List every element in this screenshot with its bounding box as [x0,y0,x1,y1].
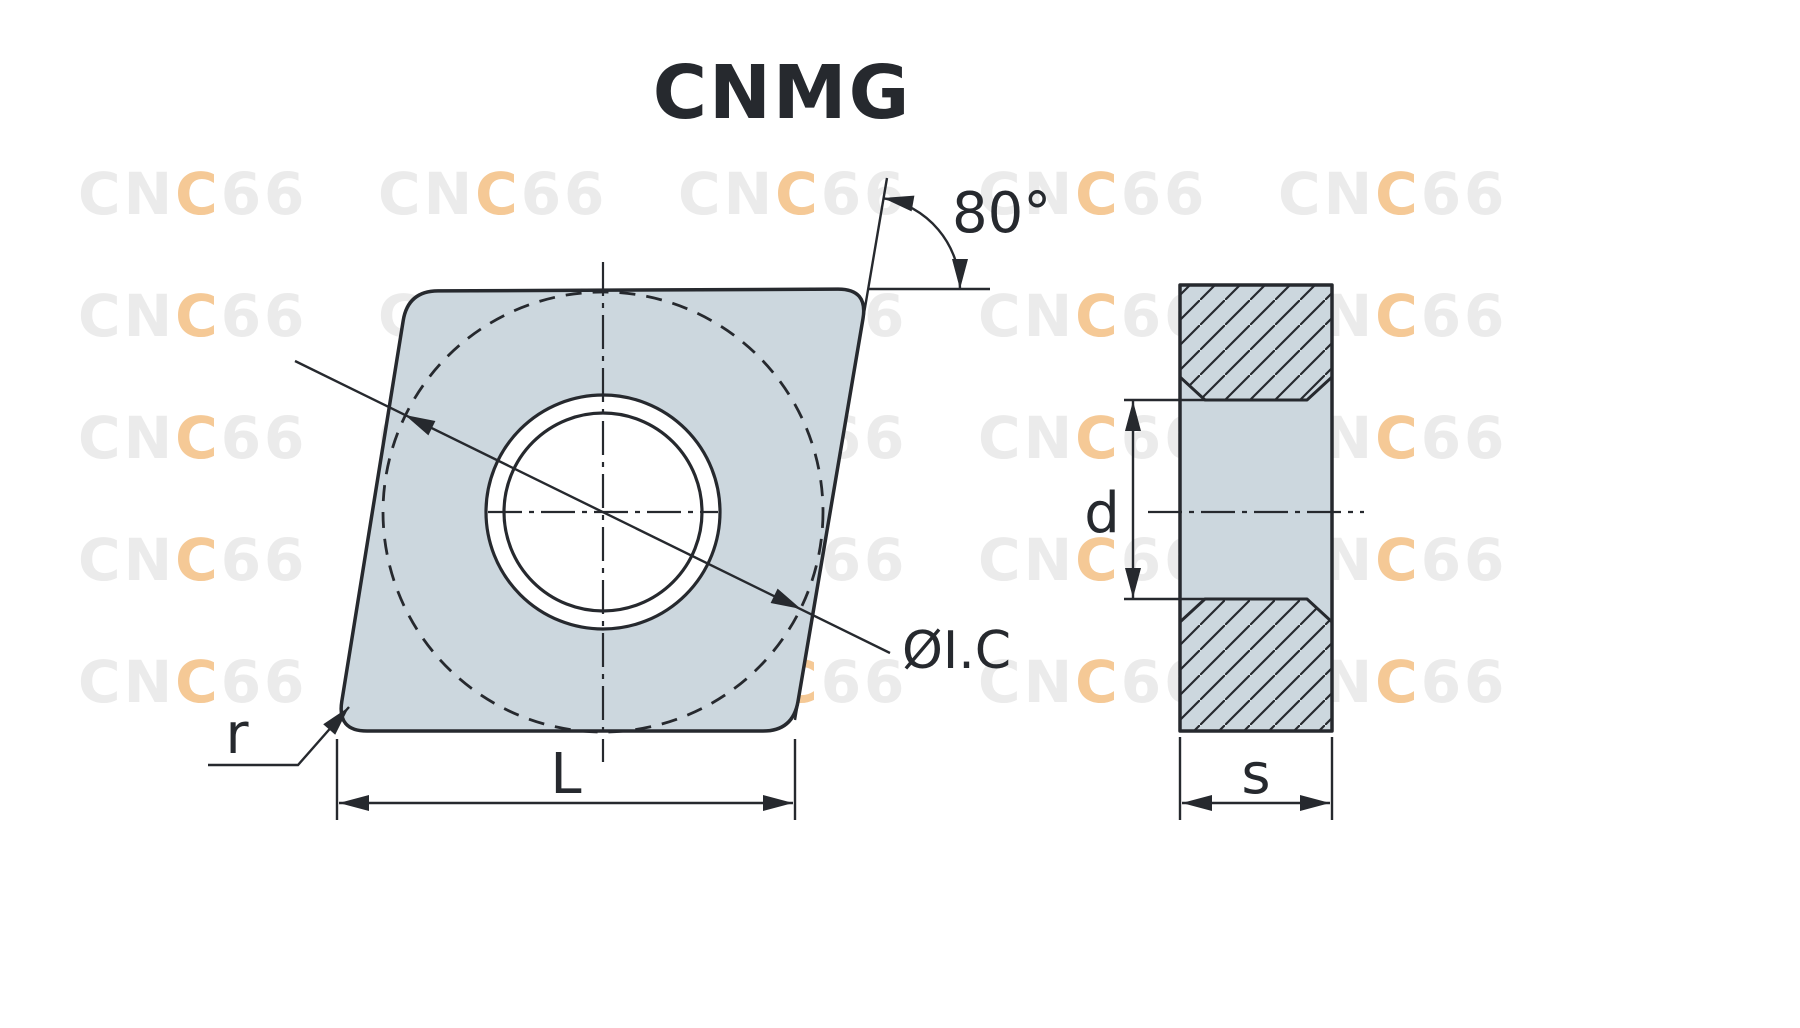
corner-radius-label: r [225,702,249,767]
diameter-arrow-upper [405,415,436,436]
corner-radius-arrow [323,707,349,735]
length-arrow-right [763,795,793,811]
angle-arc-arrow-top [883,195,915,212]
hole-diameter-label: d [1084,481,1120,546]
hatch-top-section [1180,285,1332,400]
watermark-text: CNC66 [378,160,608,228]
angle-label: 80° [952,181,1051,246]
diameter-arrow-lower [770,588,801,609]
inscribed-circle-label: ØI.C [902,621,1011,681]
front-view: 80° ØI.C r L [208,177,1051,820]
length-label: L [550,742,581,807]
page-title: CNMG [653,50,912,136]
angle-arc-arrow-bottom [952,259,968,289]
side-view: d s [1084,283,1364,820]
thickness-arrow-right [1300,795,1330,811]
hatch-bottom-section [1180,599,1332,731]
watermark-text: CNC66 [78,404,308,472]
watermark-text: CNC66 [1278,160,1508,228]
hole-diameter-arrow-top [1125,401,1141,431]
watermark-text: CNC66 [78,160,308,228]
angle-arc [883,197,962,290]
hole-diameter-arrow-bottom [1125,568,1141,598]
thickness-label: s [1241,742,1270,807]
hole-profile-top [1178,375,1334,402]
watermark-text: CNC66 [78,526,308,594]
watermark-text: CNC66 [978,160,1208,228]
hole-profile-bottom [1178,597,1334,624]
watermark-text: CNC66 [78,648,308,716]
watermark-text: CNC66 [678,160,908,228]
thickness-arrow-left [1182,795,1212,811]
watermark-text: CNC66 [78,282,308,350]
length-arrow-left [339,795,369,811]
